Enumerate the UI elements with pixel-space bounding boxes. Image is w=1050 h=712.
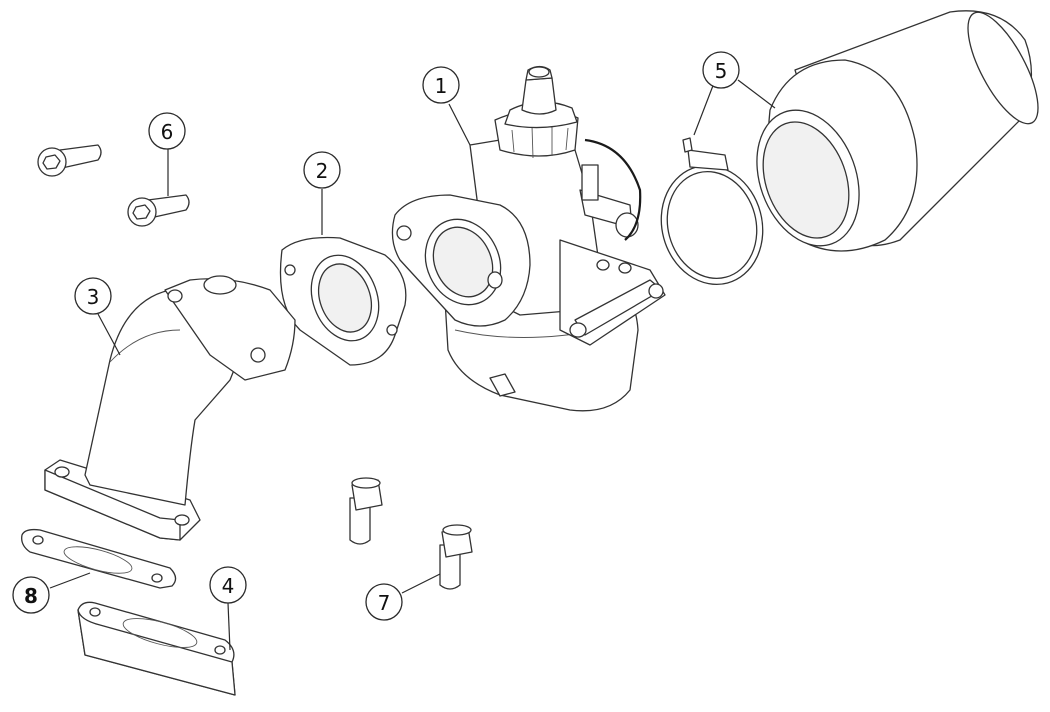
intake-manifold <box>44 275 296 541</box>
leader-lines <box>49 79 776 651</box>
leader-7 <box>401 573 441 594</box>
leader-5a <box>693 82 715 136</box>
bolt-7 <box>439 524 473 590</box>
air-filter <box>756 10 1039 252</box>
callout-label: 8 <box>24 584 38 608</box>
callout-1: 1 <box>422 66 460 104</box>
bolt-top-left <box>37 144 102 177</box>
callout-label: 6 <box>161 120 174 144</box>
callout-8: 8 <box>12 576 50 614</box>
callout-5: 5 <box>702 51 740 89</box>
leader-1 <box>448 103 471 146</box>
bolt-7-upper <box>349 477 383 545</box>
callout-2: 2 <box>303 151 341 189</box>
callout-label: 2 <box>316 159 329 183</box>
bolt-6 <box>127 194 190 227</box>
hose-clamp <box>660 137 764 286</box>
leader-3 <box>97 313 121 356</box>
callout-label: 3 <box>87 285 100 309</box>
callout-6: 6 <box>148 112 186 150</box>
leader-8 <box>49 572 91 589</box>
callout-7: 7 <box>365 583 403 621</box>
hex-socket-bolt-icon <box>42 154 61 170</box>
leader-4 <box>227 602 231 651</box>
hex-socket-bolt-icon <box>132 204 151 220</box>
callout-label: 7 <box>378 591 391 615</box>
carburetor <box>391 65 666 412</box>
leader-5b <box>737 79 776 109</box>
callout-label: 5 <box>715 59 728 83</box>
callout-label: 1 <box>435 74 448 98</box>
spacer-gasket <box>279 236 407 366</box>
callout-label: 4 <box>222 574 235 598</box>
callout-4: 4 <box>209 566 247 604</box>
callout-3: 3 <box>74 277 112 315</box>
insulator-block <box>77 601 236 696</box>
flat-gasket <box>21 528 177 589</box>
